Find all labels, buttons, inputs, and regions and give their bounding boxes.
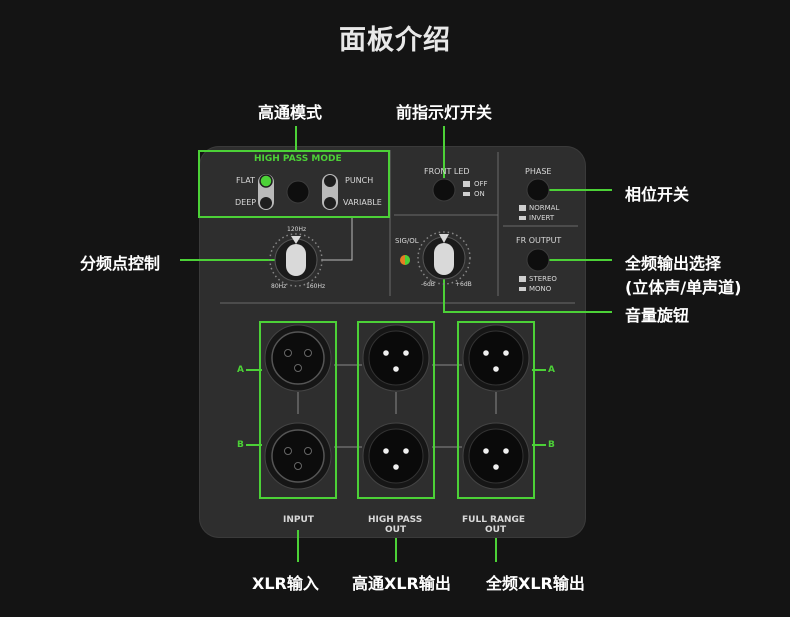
callout-front-led-switch: 前指示灯开关 [396,103,493,122]
high-pass-mode-label: HIGH PASS MODE [254,154,342,164]
sig-ol-label: SIG/OL [395,237,419,245]
input-jacks-highlight [259,321,337,499]
normal-label: NORMAL [529,204,560,212]
callout-fr-xlr-output: 全频XLR输出 [486,574,585,593]
fr-out-jacks-highlight [457,321,535,499]
callout-volume-knob: 音量旋钮 [625,306,690,325]
variable-label: VARIABLE [343,198,382,207]
fr-output-label: FR OUTPUT [516,236,562,245]
xlr-input-a-jack [264,324,332,392]
xlr-hp-out-b-jack [362,422,430,490]
fr-output-button [526,248,550,272]
invert-switch-icon [519,216,526,220]
page-title: 面板介绍 [339,25,451,56]
freq-160-label: 160Hz [306,283,326,290]
callout-phase-switch: 相位开关 [625,185,690,204]
fr-out-section-label: FULL RANGE [462,515,526,525]
minus6-label: -6dB [421,281,435,288]
output-a-label: A [548,365,555,375]
volume-knob-indicator [439,234,449,243]
callout-fr-output-select: 全频输出选择 [625,254,722,273]
freq-120-label: 120Hz [287,226,307,233]
xlr-fr-out-a-jack [462,324,530,392]
input-section-label: INPUT [283,515,314,525]
crossover-knob-scale [269,233,323,287]
callout-xlr-input: XLR输入 [252,574,319,593]
off-switch-icon [463,181,470,187]
punch-led-icon [324,175,336,187]
on-label: ON [474,190,485,198]
callout-hp-xlr-output: 高通XLR输出 [352,574,451,593]
normal-switch-icon [519,205,526,211]
callout-high-pass-mode: 高通模式 [258,103,323,122]
flat-led-icon [259,174,273,188]
stereo-switch-icon [519,276,526,282]
flat-label: FLAT [236,176,255,185]
output-b-label: B [548,440,555,450]
deep-led-icon [260,197,272,209]
hp-out-section-label-2: OUT [385,525,407,535]
variable-led-icon [324,197,336,209]
callout-fr-output-select-sub: (立体声/单声道) [625,278,742,297]
phase-button [526,178,550,202]
hp-out-jacks-highlight [357,321,435,499]
stereo-label: STEREO [529,275,557,283]
mono-label: MONO [529,285,552,293]
high-pass-mode-highlight [198,150,390,218]
phase-label: PHASE [525,167,552,176]
xlr-fr-out-b-jack [462,422,530,490]
volume-knob-scale [417,231,471,285]
punch-label: PUNCH [345,176,374,185]
input-b-label: B [237,440,244,450]
high-pass-mode-button [286,180,310,204]
input-a-label: A [237,365,244,375]
hp-out-section-label: HIGH PASS [368,515,423,525]
off-label: OFF [474,180,488,188]
crossover-knob-indicator [291,236,301,244]
plus6-label: +6dB [455,281,472,288]
invert-label: INVERT [529,214,555,222]
deep-label: DEEP [235,198,257,207]
volume-knob-pointer [434,243,454,275]
front-led-label: FRONT LED [424,167,470,176]
xlr-input-b-jack [264,422,332,490]
fr-out-section-label-2: OUT [485,525,507,535]
mono-switch-icon [519,287,526,291]
callout-crossover-control: 分频点控制 [80,254,161,273]
freq-80-label: 80Hz [271,283,287,290]
front-led-button [432,178,456,202]
crossover-knob-pointer [286,244,306,276]
on-switch-icon [463,192,470,196]
xlr-hp-out-a-jack [362,324,430,392]
